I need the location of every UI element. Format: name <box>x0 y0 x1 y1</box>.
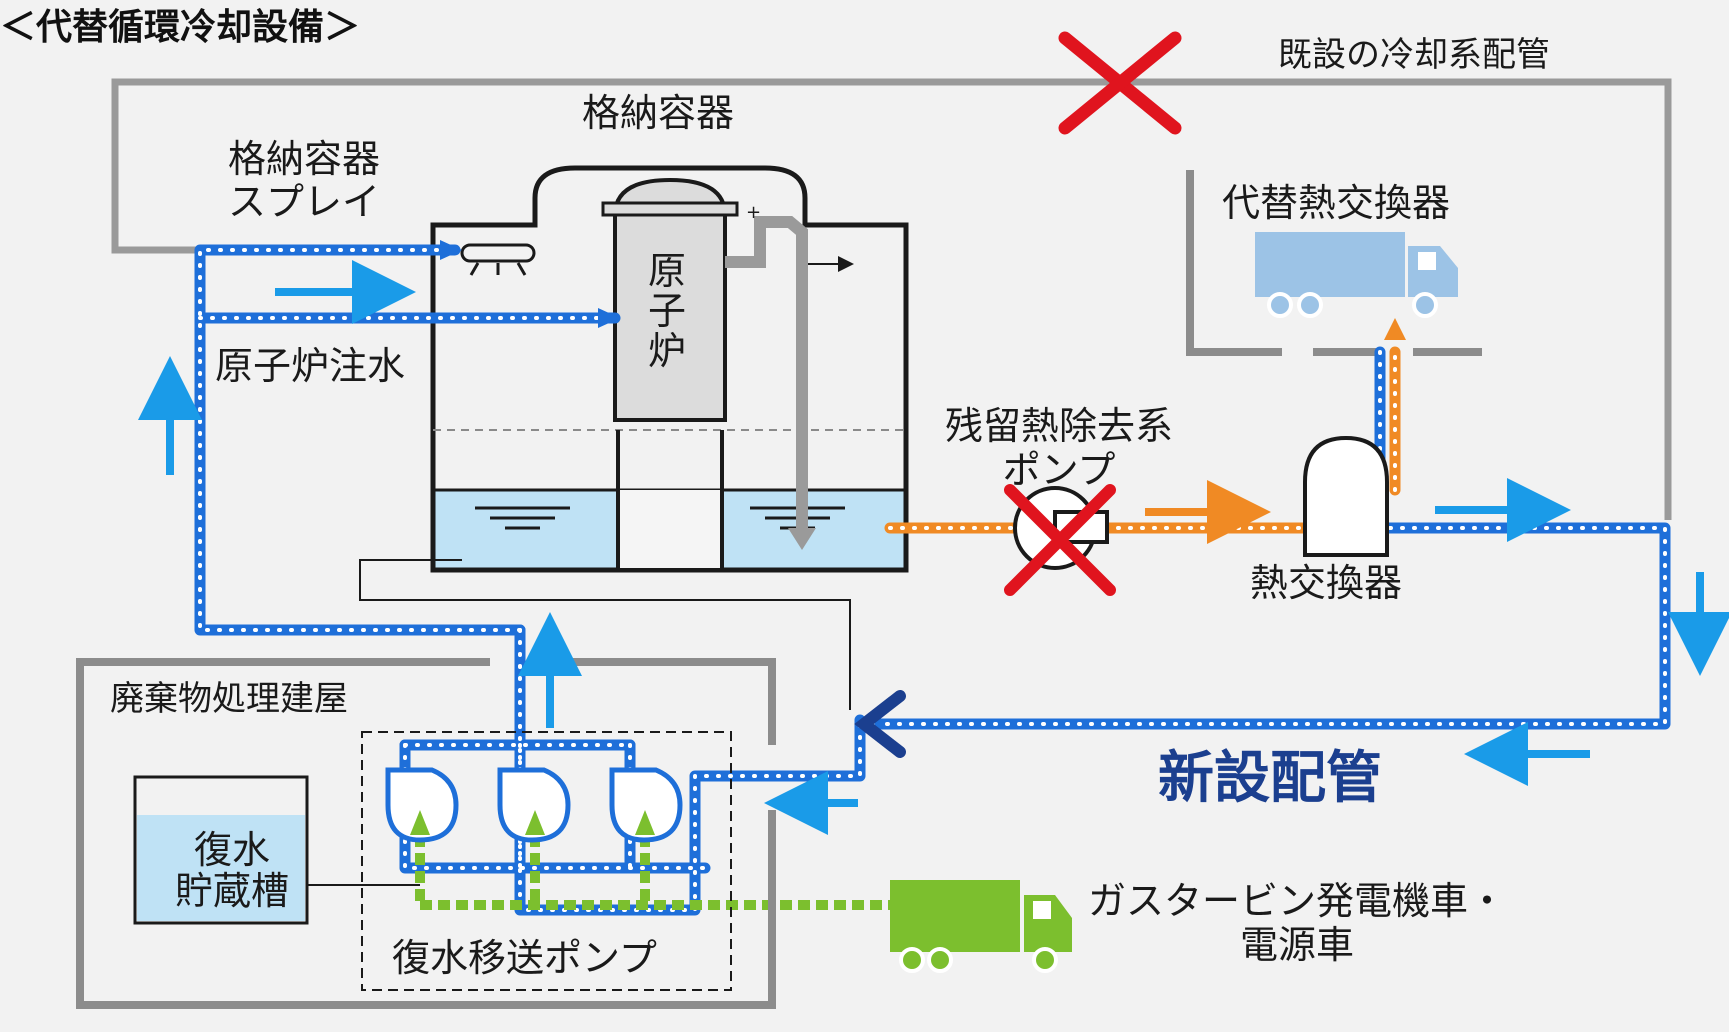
diagram-title: ＜代替循環冷却設備＞ <box>0 7 361 48</box>
thin-connection-lines <box>307 559 851 886</box>
heat-exchanger-icon <box>1303 435 1389 557</box>
svg-text:+: + <box>746 202 761 223</box>
condensate-pumps-label: 復水移送ポンプ <box>392 936 657 980</box>
condensate-storage-tank <box>133 775 309 925</box>
heat-exchanger-label: 熱交換器 <box>1250 561 1403 605</box>
power-truck-label: ガスタービン発電機車・ 電源車 <box>1088 879 1507 967</box>
containment-spray-label: 格納容器 スプレイ <box>228 137 381 224</box>
alt-heat-exchanger-label: 代替熱交換器 <box>1222 181 1451 225</box>
flow-direction-arrows <box>138 260 1729 835</box>
spray-header-icon <box>460 243 536 276</box>
water-level-mark-left <box>475 506 570 530</box>
new-piping-label: 新設配管 <box>1158 746 1382 811</box>
containment-vessel <box>430 165 909 573</box>
new-piping-chevron <box>854 690 906 758</box>
waste-building <box>76 658 776 1009</box>
steam-line: + <box>725 202 854 550</box>
power-supply-lines <box>415 835 895 910</box>
existing-cooling-piping <box>111 78 1672 520</box>
condensate-tank-label: 復水 貯蔵槽 <box>175 828 290 914</box>
power-truck-icon <box>890 880 1072 973</box>
alt-heat-exchanger-enclosure <box>1186 170 1482 356</box>
waste-building-label: 廃棄物処理建屋 <box>110 679 348 719</box>
reactor-vessel <box>601 177 739 422</box>
existing-piping-x-icon <box>1058 31 1182 135</box>
condensate-pumps <box>385 767 683 843</box>
alt-heat-exchanger-truck-icon <box>1255 232 1458 318</box>
pump-room-boundary <box>361 731 732 991</box>
reactor-label: 原 子 炉 <box>648 249 687 373</box>
orange-flow-dots <box>888 350 1397 530</box>
containment-vessel-label: 格納容器 <box>582 91 735 135</box>
existing-piping-label: 既設の冷却系配管 <box>1278 35 1550 75</box>
rhr-pump-disabled-x-icon <box>1004 484 1116 596</box>
rhr-pump-label: 残留熱除去系 ポンプ <box>945 404 1174 492</box>
reactor-injection-label: 原子炉注水 <box>215 344 406 388</box>
